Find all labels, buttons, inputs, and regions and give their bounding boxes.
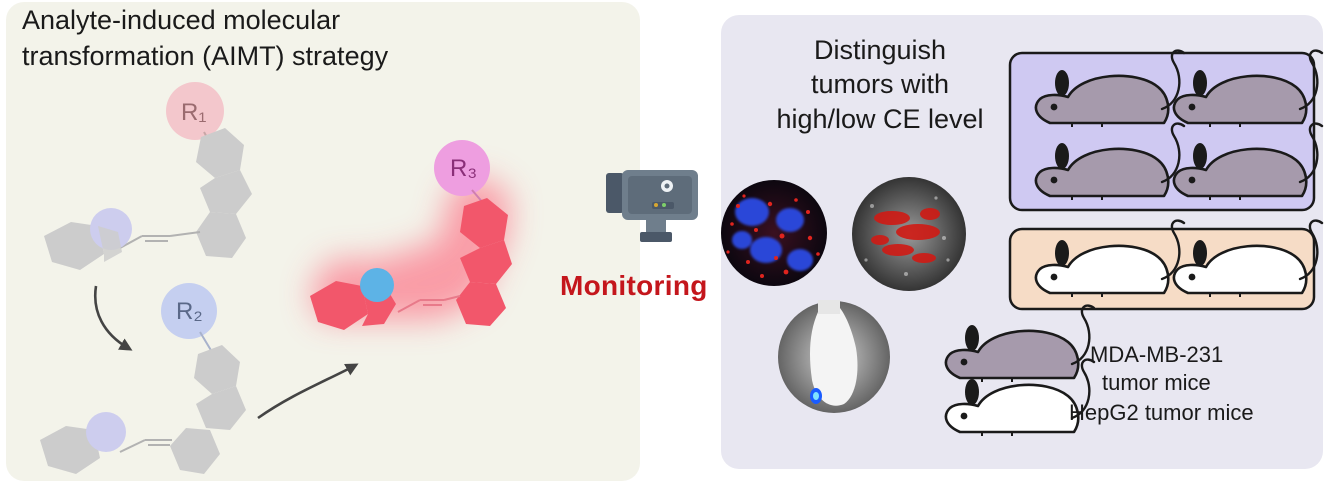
r3-label: R₃ [450,155,477,182]
distinguish-line-1: Distinguish [813,35,947,65]
strategy-title-line-2: transformation (AIMT) strategy [22,41,389,71]
cell-fluorescence-image [721,180,827,286]
transformation-arrow-2 [257,363,359,420]
product-molecule-r3: R₃ [310,140,512,330]
monitoring-label: Monitoring [560,270,708,301]
legend-purple-mouse [944,304,1096,384]
legend-tumor-mice: tumor mice [1102,370,1211,395]
r2-group-circle [161,283,217,339]
precursor-molecule-r1: R₁ [44,82,252,270]
distinguish-line-2: tumors with [810,69,950,99]
camera-icon [606,170,698,242]
r1-group-circle [166,82,224,140]
distinguish-line-3: high/low CE level [776,104,984,134]
in-vivo-fluorescence-image [778,300,890,413]
intermediate-molecule-r2: R₂ [40,283,246,474]
photoacoustic-image [852,177,966,291]
strategy-title-line-1: Analyte-induced molecular [22,5,341,35]
r1-label: R₁ [181,99,206,126]
r3-group-circle [434,140,490,196]
legend-mda-mb-231: MDA-MB-231 [1090,342,1224,367]
r2-label: R₂ [176,298,203,325]
legend-hepg2-tumor-mice: HepG2 tumor mice [1069,400,1254,425]
transformation-arrow-1 [93,285,133,351]
